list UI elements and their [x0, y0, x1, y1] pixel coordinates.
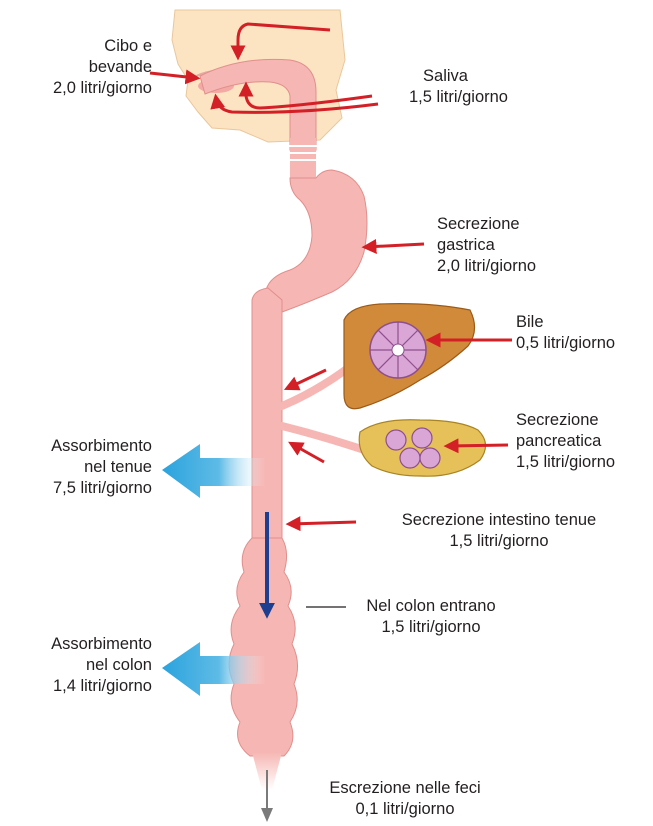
liver	[344, 304, 475, 409]
esophagus	[290, 138, 316, 178]
small-intestine	[252, 288, 282, 540]
colon	[229, 538, 298, 756]
intestine-secretion-arrow	[290, 522, 356, 524]
absorption-tenue-arrow	[162, 444, 266, 498]
digestive-tract	[200, 59, 382, 822]
pancreatic-duct-arrow	[292, 444, 324, 462]
pancreas-arrow	[448, 445, 508, 446]
pancreas	[359, 420, 485, 476]
excretion-arrow-head	[261, 808, 273, 822]
gastric-arrow	[366, 244, 424, 247]
